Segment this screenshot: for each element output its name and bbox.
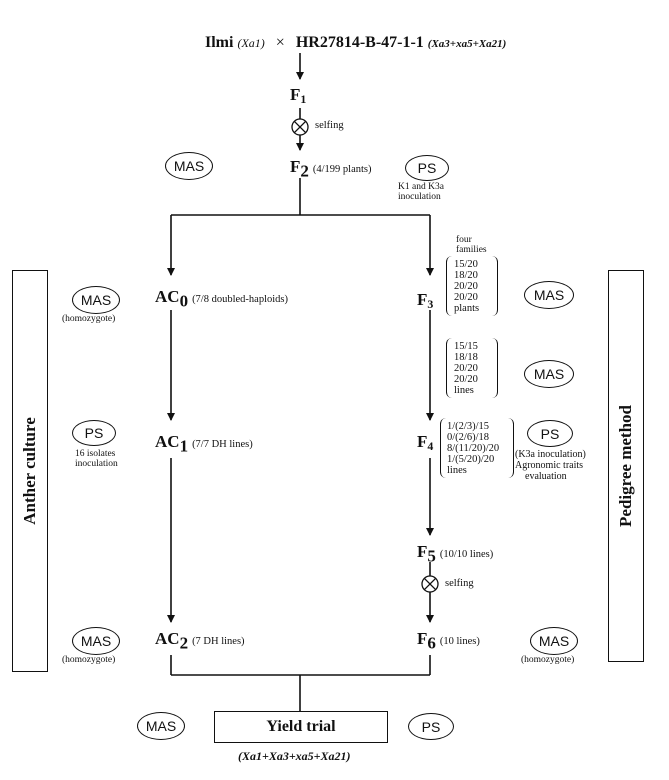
yield-trial-box: Yield trial xyxy=(214,711,388,743)
ps-oval-ac1: PS xyxy=(72,420,116,446)
mas-oval-f4: MAS xyxy=(524,360,574,388)
f2-label: F2 (4/199 plants) xyxy=(290,157,372,181)
anther-culture-title: Anther culture xyxy=(20,417,39,525)
four-families-label: four families xyxy=(456,235,487,255)
f4-label: F4 xyxy=(417,432,434,453)
ps-oval-f2: PS xyxy=(405,155,449,181)
mas-oval-f2: MAS xyxy=(165,152,213,180)
ac2-label: AC2 (7 DH lines) xyxy=(155,629,245,653)
anther-culture-box: Anther culture xyxy=(12,270,48,672)
mas-oval-ac0: MAS xyxy=(72,286,120,314)
parent2-name: HR27814-B-47-1-1 xyxy=(295,34,424,51)
f4-counts: 1/(2/3)/15 0/(2/6)/18 8/(11/20)/20 1/(5/… xyxy=(447,421,500,476)
parent2-genes: (Xa3+xa5+Xa21) xyxy=(427,38,507,50)
f4-mas-counts: 15/15 18/18 20/20 20/20 lines xyxy=(454,341,478,396)
mas-oval-f3: MAS xyxy=(524,281,574,309)
f1-label: F1 xyxy=(290,85,307,106)
mas-oval-ac2: MAS xyxy=(72,627,120,655)
homozygote-ac0: (homozygote) xyxy=(62,314,116,324)
yield-trial-genes: (Xa1+Xa3+xa5+Xa21) xyxy=(238,749,351,763)
cross-symbol: × xyxy=(275,34,285,51)
pedigree-box: Pedigree method xyxy=(608,270,644,662)
ac0-label: AC0 (7/8 doubled-haploids) xyxy=(155,287,289,311)
selfing-symbol-bottom xyxy=(421,575,439,593)
homozygote-f6: (homozygote) xyxy=(521,655,575,665)
f3-counts: 15/20 18/20 20/20 20/20 plants xyxy=(454,259,480,314)
homozygote-ac2: (homozygote) xyxy=(62,655,116,665)
parent1-genes: (Xa1) xyxy=(237,36,265,50)
f3-counts-bracket xyxy=(446,256,498,316)
ps-oval-f4: PS xyxy=(527,420,573,447)
ps-oval-yield: PS xyxy=(408,713,454,740)
f4-mas-counts-bracket xyxy=(446,338,498,398)
f6-label: F6 (10 lines) xyxy=(417,629,480,653)
ac1-label: AC1 (7/7 DH lines) xyxy=(155,432,253,456)
cross-header: Ilmi (Xa1) × HR27814-B-47-1-1 (Xa3+xa5+X… xyxy=(205,35,506,51)
parent1-name: Ilmi xyxy=(205,34,234,51)
mas-oval-f6: MAS xyxy=(530,627,578,655)
mas-oval-yield: MAS xyxy=(137,712,185,740)
selfing-label-bottom: selfing xyxy=(445,578,474,589)
f3-label: F3 xyxy=(417,290,434,311)
selfing-label-top: selfing xyxy=(315,120,344,131)
f4-ps-note: (K3a inoculation) Agronomic traits evalu… xyxy=(515,449,586,482)
ps-ac1-note: 16 isolates inoculation xyxy=(75,449,118,469)
pedigree-title: Pedigree method xyxy=(616,405,635,527)
f5-label: F5 (10/10 lines) xyxy=(417,542,494,566)
ps-f2-note: K1 and K3a inoculation xyxy=(398,182,444,202)
f4-counts-bracket xyxy=(440,418,514,478)
selfing-symbol-top xyxy=(291,118,309,136)
